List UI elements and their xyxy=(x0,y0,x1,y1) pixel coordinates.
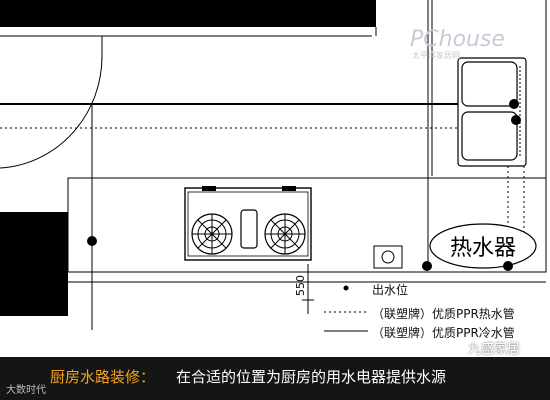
double-sink xyxy=(457,57,527,167)
water-outlet-dot xyxy=(87,236,97,246)
gas-stove xyxy=(184,186,312,261)
water-outlet-dot xyxy=(503,261,513,271)
water-outlet-dot xyxy=(422,261,432,271)
water-heater xyxy=(429,223,537,269)
caption-bar: 厨房水路装修： 在合适的位置为厨房的用水电器提供水源 xyxy=(0,357,550,400)
wall-block-right-strip xyxy=(372,0,376,27)
legend-outlet-symbol xyxy=(343,285,349,291)
corner-logo: 大数时代 xyxy=(6,385,46,396)
dimension-label: 550 xyxy=(294,275,307,296)
brand-watermark: 九盛家居 xyxy=(468,342,521,357)
outlet-box xyxy=(373,245,403,269)
countertop xyxy=(67,177,547,273)
caption-text: 在合适的位置为厨房的用水电器提供水源 xyxy=(176,368,447,386)
water-outlet-dot xyxy=(511,115,521,125)
wall-block-left xyxy=(0,212,68,316)
water-outlet-dot xyxy=(509,99,519,109)
wall-block-top xyxy=(0,0,372,27)
heater-label: 热水器 xyxy=(450,236,516,261)
legend-cold-pipe-label: （联塑牌）优质PPR冷水管 xyxy=(372,326,515,340)
caption-title: 厨房水路装修： xyxy=(50,368,156,386)
legend-hot-pipe-label: （联塑牌）优质PPR热水管 xyxy=(372,307,515,321)
chat-bubble-icon xyxy=(446,338,464,352)
watermark-logo: PChouse xyxy=(410,27,505,52)
legend-outlet-label: 出水位 xyxy=(372,283,409,297)
watermark-subtitle: 太平洋家居网 xyxy=(412,50,460,60)
door-swing-arc xyxy=(0,55,103,169)
